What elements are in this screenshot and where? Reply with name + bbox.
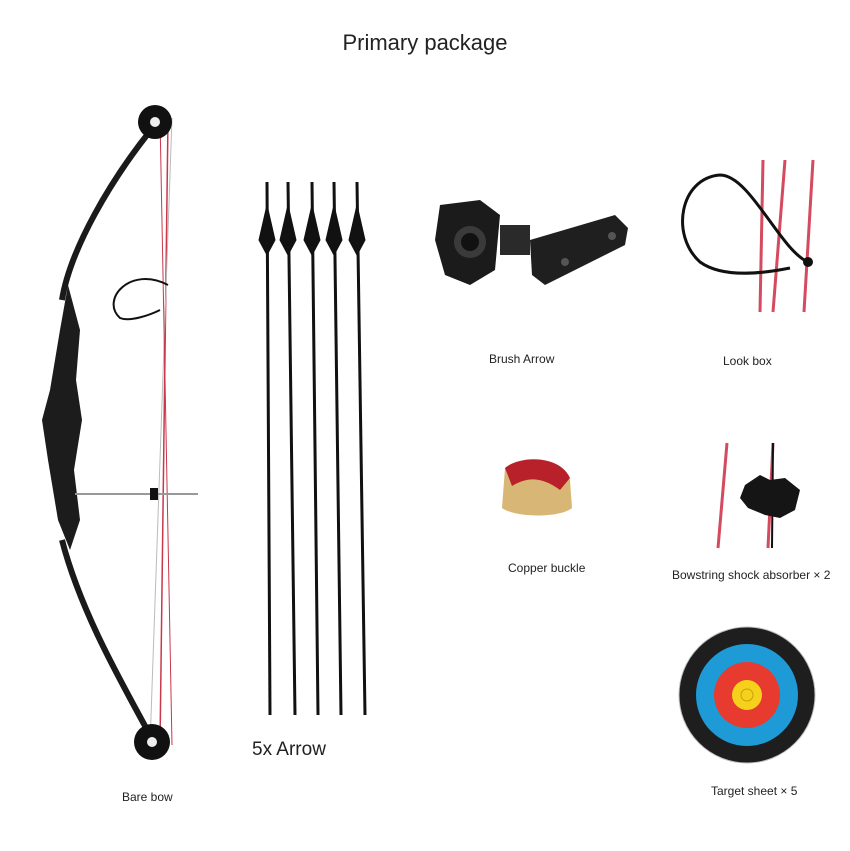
item-label-brush-arrow: Brush Arrow bbox=[489, 352, 555, 366]
item-label-shock-absorber: Bowstring shock absorber × 2 bbox=[672, 568, 831, 582]
item-label-copper-buckle: Copper buckle bbox=[508, 561, 586, 575]
item-label-look-box: Look box bbox=[723, 354, 772, 368]
item-label-bare-bow: Bare bow bbox=[122, 790, 173, 804]
item-label-target-sheet: Target sheet × 5 bbox=[711, 784, 798, 798]
page-title: Primary package bbox=[342, 30, 508, 55]
item-label-arrows: 5x Arrow bbox=[252, 739, 326, 760]
